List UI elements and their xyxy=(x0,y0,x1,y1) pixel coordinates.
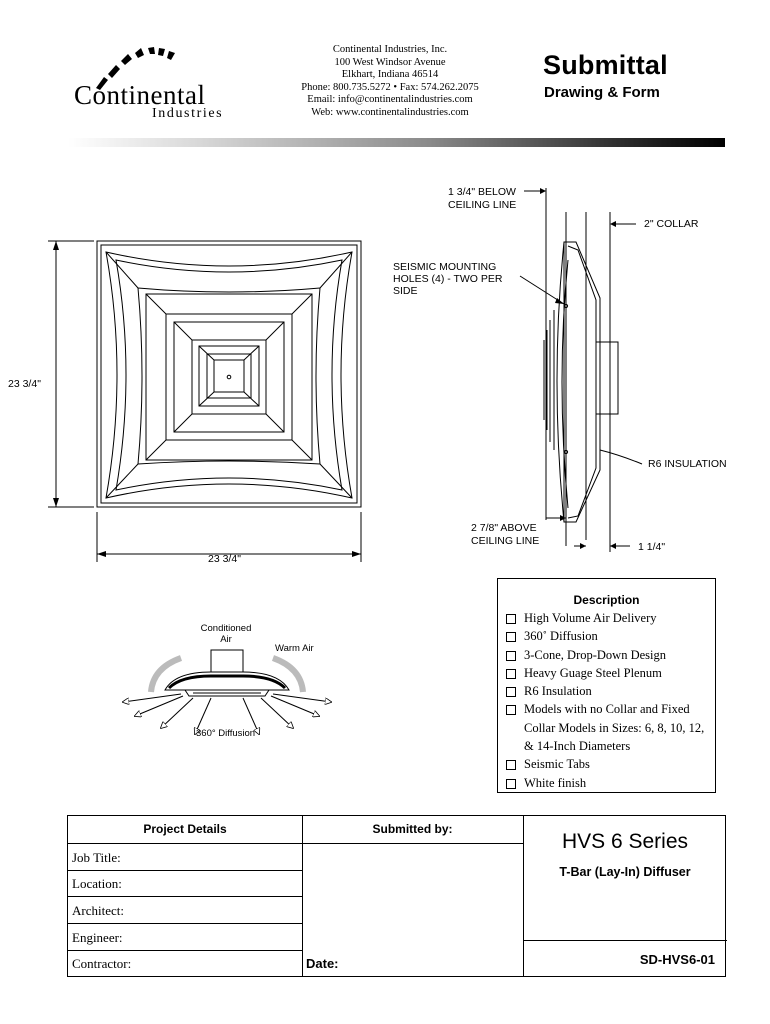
conditioned-air-label: Conditioned Air xyxy=(198,623,254,645)
logo-name: Continental xyxy=(74,80,206,110)
diffuser-side-drawing xyxy=(519,188,643,552)
checkbox-icon xyxy=(506,778,516,789)
logo-sub: Industries xyxy=(152,106,224,121)
below-ceiling-label-1: 1 3/4" BELOW xyxy=(448,186,516,198)
company-city: Elkhart, Indiana 46514 xyxy=(341,69,439,81)
series-subtitle: T-Bar (Lay-In) Diffuser xyxy=(559,865,691,879)
description-item-text: Heavy Guage Steel Plenum xyxy=(524,665,662,680)
project-details-header: Project Details xyxy=(143,822,227,836)
checkbox-icon xyxy=(506,614,516,624)
logo-arc-icon xyxy=(96,47,175,90)
location-field[interactable]: Location: xyxy=(72,876,122,891)
checkbox-icon xyxy=(506,705,516,716)
company-email: Email: info@continentalindustries.com xyxy=(307,94,473,106)
conditioned-air-line-1: Conditioned xyxy=(200,623,252,634)
insulation-label: R6 INSULATION xyxy=(648,458,727,470)
document-number: SD-HVS6-01 xyxy=(639,952,715,967)
checkbox-icon xyxy=(506,650,516,661)
series-title: HVS 6 Series xyxy=(561,830,689,853)
date-field[interactable]: Date: xyxy=(306,956,339,971)
submittal-form: Project Details Submitted by: Job Title:… xyxy=(67,815,727,977)
company-street: 100 West Windsor Avenue xyxy=(334,56,446,68)
warm-air-label: Warm Air xyxy=(275,643,314,654)
above-ceiling-label-1: 2 7/8" ABOVE xyxy=(471,522,537,534)
engineer-field[interactable]: Engineer: xyxy=(72,930,123,945)
company-phone: Phone: 800.735.5272 • Fax: 574.262.2075 xyxy=(301,81,479,93)
description-item: Heavy Guage Steel Plenum xyxy=(505,664,710,682)
description-item-text: Seismic Tabs xyxy=(524,757,590,772)
company-name: Continental Industries, Inc. xyxy=(332,44,448,55)
description-item: Models with no Collar and Fixed Collar M… xyxy=(505,700,710,755)
company-web: Web: www.continentalindustries.com xyxy=(311,106,469,118)
collar-label: 2" COLLAR xyxy=(644,218,699,230)
company-info: Continental Industries, Inc. 100 West Wi… xyxy=(290,44,490,120)
submitted-by-header: Submitted by: xyxy=(372,822,453,836)
header-rule xyxy=(68,138,725,147)
description-item-text: 360˚ Diffusion xyxy=(524,629,598,644)
description-item-text: Models with no Collar and Fixed Collar M… xyxy=(524,702,705,754)
description-item: High Volume Air Delivery xyxy=(505,609,710,627)
architect-field[interactable]: Architect: xyxy=(72,903,124,918)
seismic-label-1: SEISMIC MOUNTING xyxy=(393,261,497,273)
depth-dimension: 1 1/4" xyxy=(638,541,666,553)
checkbox-icon xyxy=(506,687,516,698)
diffusion-label: 360° Diffusion xyxy=(196,728,256,739)
checkbox-icon xyxy=(506,668,516,679)
description-box: Description High Volume Air Delivery 360… xyxy=(497,578,716,793)
checkbox-icon xyxy=(506,760,516,771)
seismic-label-3: SIDE xyxy=(393,285,418,297)
airflow-diagram xyxy=(115,649,340,740)
description-item: 3-Cone, Drop-Down Design xyxy=(505,646,710,664)
description-list: High Volume Air Delivery 360˚ Diffusion … xyxy=(505,609,710,792)
diffuser-plan-drawing xyxy=(48,240,362,562)
contractor-field[interactable]: Contractor: xyxy=(72,956,132,971)
seismic-label-2: HOLES (4) - TWO PER xyxy=(393,273,503,285)
height-dimension: 23 3/4" xyxy=(8,376,41,392)
doc-title: Submittal xyxy=(543,50,668,80)
description-title: Description xyxy=(573,593,640,607)
conditioned-air-line-2: Air xyxy=(220,634,232,645)
description-item-text: 3-Cone, Drop-Down Design xyxy=(524,647,666,662)
below-ceiling-label-2: CEILING LINE xyxy=(448,199,517,211)
job-title-field[interactable]: Job Title: xyxy=(72,850,121,865)
description-item: 360˚ Diffusion xyxy=(505,627,710,645)
description-item: Seismic Tabs xyxy=(505,755,710,773)
above-ceiling-label-2: CEILING LINE xyxy=(471,535,540,547)
description-item-text: High Volume Air Delivery xyxy=(524,611,657,625)
width-dimension: 23 3/4" xyxy=(208,553,241,565)
doc-subtitle: Drawing & Form xyxy=(544,84,660,101)
description-item-text: White finish xyxy=(524,775,587,790)
checkbox-icon xyxy=(506,632,516,643)
description-item-text: R6 Insulation xyxy=(524,684,592,699)
description-item: White finish xyxy=(505,774,710,792)
description-item: R6 Insulation xyxy=(505,682,710,700)
